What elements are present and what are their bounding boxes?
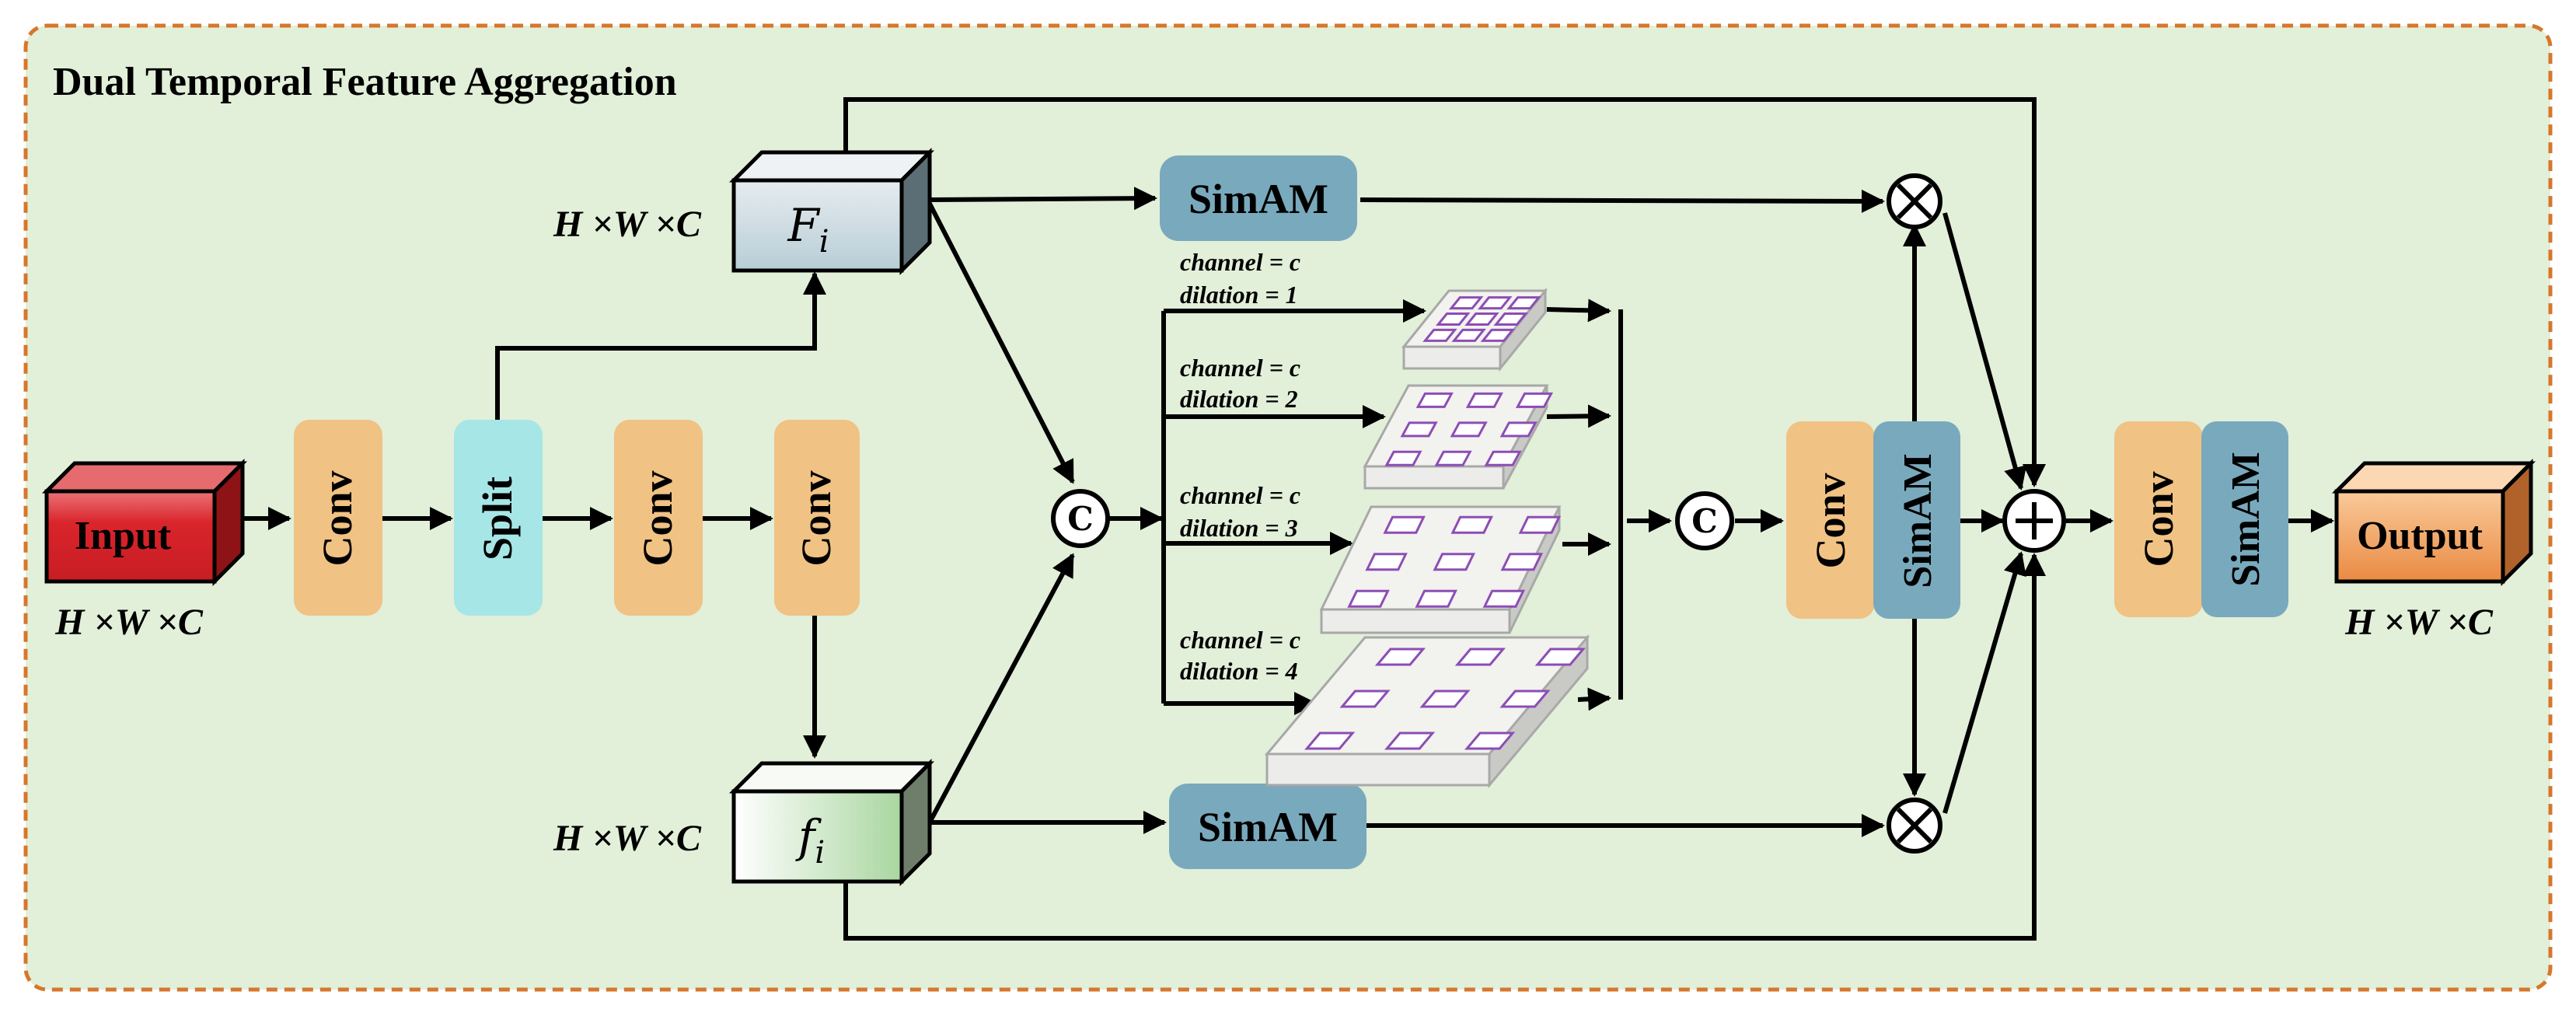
svg-text:SimAM: SimAM xyxy=(2224,452,2268,586)
dilated-kernels xyxy=(1264,287,1590,789)
kernel-cell xyxy=(1454,648,1506,666)
kernel-cell xyxy=(1480,328,1516,342)
kernel-cell xyxy=(1400,421,1438,438)
module-title: Dual Temporal Feature Aggregation xyxy=(53,60,677,104)
kernel-cell xyxy=(1499,421,1538,438)
svg-text:Conv: Conv xyxy=(314,470,361,566)
branch-3-dilation: dilation = 3 xyxy=(1180,514,1298,542)
kernel-cell xyxy=(1450,421,1488,438)
kernel-cell xyxy=(1451,328,1486,342)
kernel-cell xyxy=(1419,690,1471,708)
simam-block-bottom: SimAM xyxy=(1169,784,1367,869)
tensor-f-dim-label: H ×W ×C xyxy=(553,818,702,859)
conv-block-5: Conv xyxy=(2114,421,2203,617)
svg-text:C: C xyxy=(1691,502,1717,540)
simam-block-output: SimAM xyxy=(2201,421,2288,617)
kernel-cell xyxy=(1384,450,1422,466)
svg-text:Conv: Conv xyxy=(634,470,681,566)
kernel-cell xyxy=(1422,328,1457,342)
conv-block-3: Conv xyxy=(774,420,860,616)
kernel-cell xyxy=(1383,515,1426,534)
tensor-F-dim-label: H ×W ×C xyxy=(553,204,702,245)
kernel-cell xyxy=(1506,296,1541,310)
split-block: Split xyxy=(454,420,543,616)
kernel-cell xyxy=(1339,690,1391,708)
kernel-cell xyxy=(1493,312,1528,326)
kernel-cell xyxy=(1478,296,1513,310)
conv-block-4: Conv xyxy=(1786,421,1875,619)
kernel-slab-dilation-2 xyxy=(1363,384,1554,490)
kernel-cell xyxy=(1384,731,1436,750)
branch-2-dilation: dilation = 2 xyxy=(1180,385,1298,413)
kernel-slab-dilation-3 xyxy=(1319,505,1562,634)
kernel-cell xyxy=(1518,515,1562,534)
add-op xyxy=(2002,489,2066,553)
output-dim-label: H ×W ×C xyxy=(2344,602,2494,643)
conv-block-1: Conv xyxy=(294,420,382,616)
kernel-cell xyxy=(1365,553,1408,571)
output-label: Output xyxy=(2357,514,2484,558)
svg-text:Conv: Conv xyxy=(793,470,839,566)
svg-text:SimAM: SimAM xyxy=(1896,453,1940,588)
module-frame xyxy=(23,23,2553,992)
multiply-op-bottom xyxy=(1887,798,1942,854)
kernel-cell xyxy=(1415,589,1457,608)
kernel-cell xyxy=(1534,648,1586,666)
output-block: Output xyxy=(2331,458,2536,587)
simam-block-top: SimAM xyxy=(1160,155,1357,241)
kernel-cell xyxy=(1434,450,1472,466)
kernel-slab-dilation-4 xyxy=(1264,634,1590,789)
branch-4-dilation: dilation = 4 xyxy=(1180,657,1298,685)
tensor-F-upper: Fi xyxy=(728,147,935,276)
branch-1-channel: channel = c xyxy=(1180,248,1300,276)
svg-text:C: C xyxy=(1067,500,1093,538)
input-label: Input xyxy=(75,514,172,558)
kernel-cell xyxy=(1464,731,1516,750)
kernel-cell xyxy=(1374,648,1426,666)
kernel-cell xyxy=(1304,731,1356,750)
kernel-cell xyxy=(1500,553,1544,571)
branch-annotations: channel = c dilation = 1 channel = c dil… xyxy=(1180,248,1300,685)
kernel-cell xyxy=(1415,392,1454,408)
kernel-cell xyxy=(1347,589,1390,608)
kernel-cell xyxy=(1433,553,1475,571)
kernel-cell xyxy=(1499,690,1551,708)
tensor-F-symbol: Fi xyxy=(787,199,829,260)
input-block: Input xyxy=(41,458,248,587)
kernel-cell xyxy=(1482,589,1526,608)
concat-op-2: C xyxy=(1675,491,1734,550)
branch-1-dilation: dilation = 1 xyxy=(1180,281,1298,309)
kernel-cell xyxy=(1484,450,1522,466)
multiply-op-top xyxy=(1887,173,1942,229)
kernel-cell xyxy=(1464,312,1499,326)
branch-4-channel: channel = c xyxy=(1180,626,1300,654)
kernel-cell xyxy=(1436,312,1471,326)
svg-text:SimAM: SimAM xyxy=(1198,804,1338,850)
kernel-cell xyxy=(1465,392,1503,408)
kernel-slab-dilation-1 xyxy=(1401,287,1548,372)
conv-block-2: Conv xyxy=(614,420,703,616)
input-dim-label: H ×W ×C xyxy=(54,602,204,643)
kernel-cell xyxy=(1515,392,1554,408)
kernel-cell xyxy=(1448,296,1484,310)
svg-text:SimAM: SimAM xyxy=(1189,176,1328,222)
simam-block-right: SimAM xyxy=(1873,421,1960,619)
concat-op-1: C xyxy=(1051,489,1110,548)
svg-text:Conv: Conv xyxy=(2135,471,2182,567)
branch-3-channel: channel = c xyxy=(1180,481,1300,509)
connectors xyxy=(243,97,2334,941)
svg-text:Conv: Conv xyxy=(1807,473,1854,568)
svg-text:Split: Split xyxy=(474,477,521,560)
branch-2-channel: channel = c xyxy=(1180,354,1300,382)
kernel-cell xyxy=(1450,515,1494,534)
tensor-f-lower: fi xyxy=(728,758,935,887)
